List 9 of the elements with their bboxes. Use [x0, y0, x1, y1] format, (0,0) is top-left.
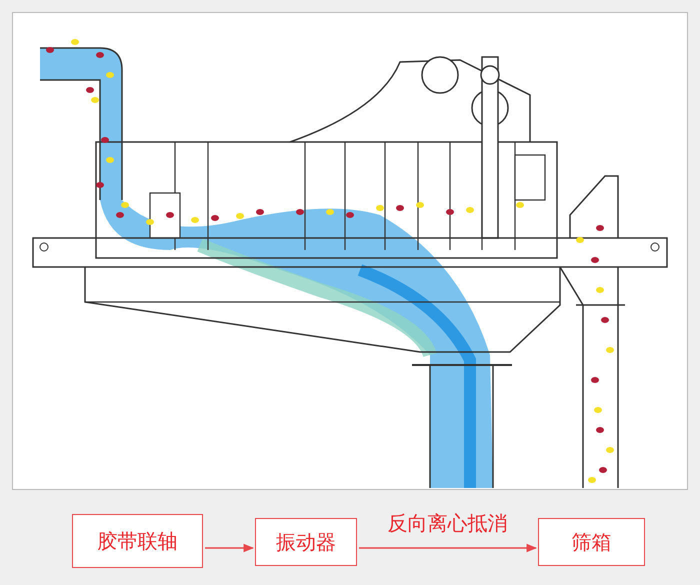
box-label: 筛箱	[572, 530, 612, 554]
label-box	[538, 518, 645, 566]
label-box	[72, 514, 203, 568]
label-box	[255, 518, 357, 566]
arrow	[359, 544, 538, 552]
arrow	[205, 544, 254, 552]
box-label: 胶带联轴	[98, 528, 178, 554]
box-label: 振动器	[276, 530, 336, 554]
edge-label: 反向离心抵消	[388, 513, 508, 533]
